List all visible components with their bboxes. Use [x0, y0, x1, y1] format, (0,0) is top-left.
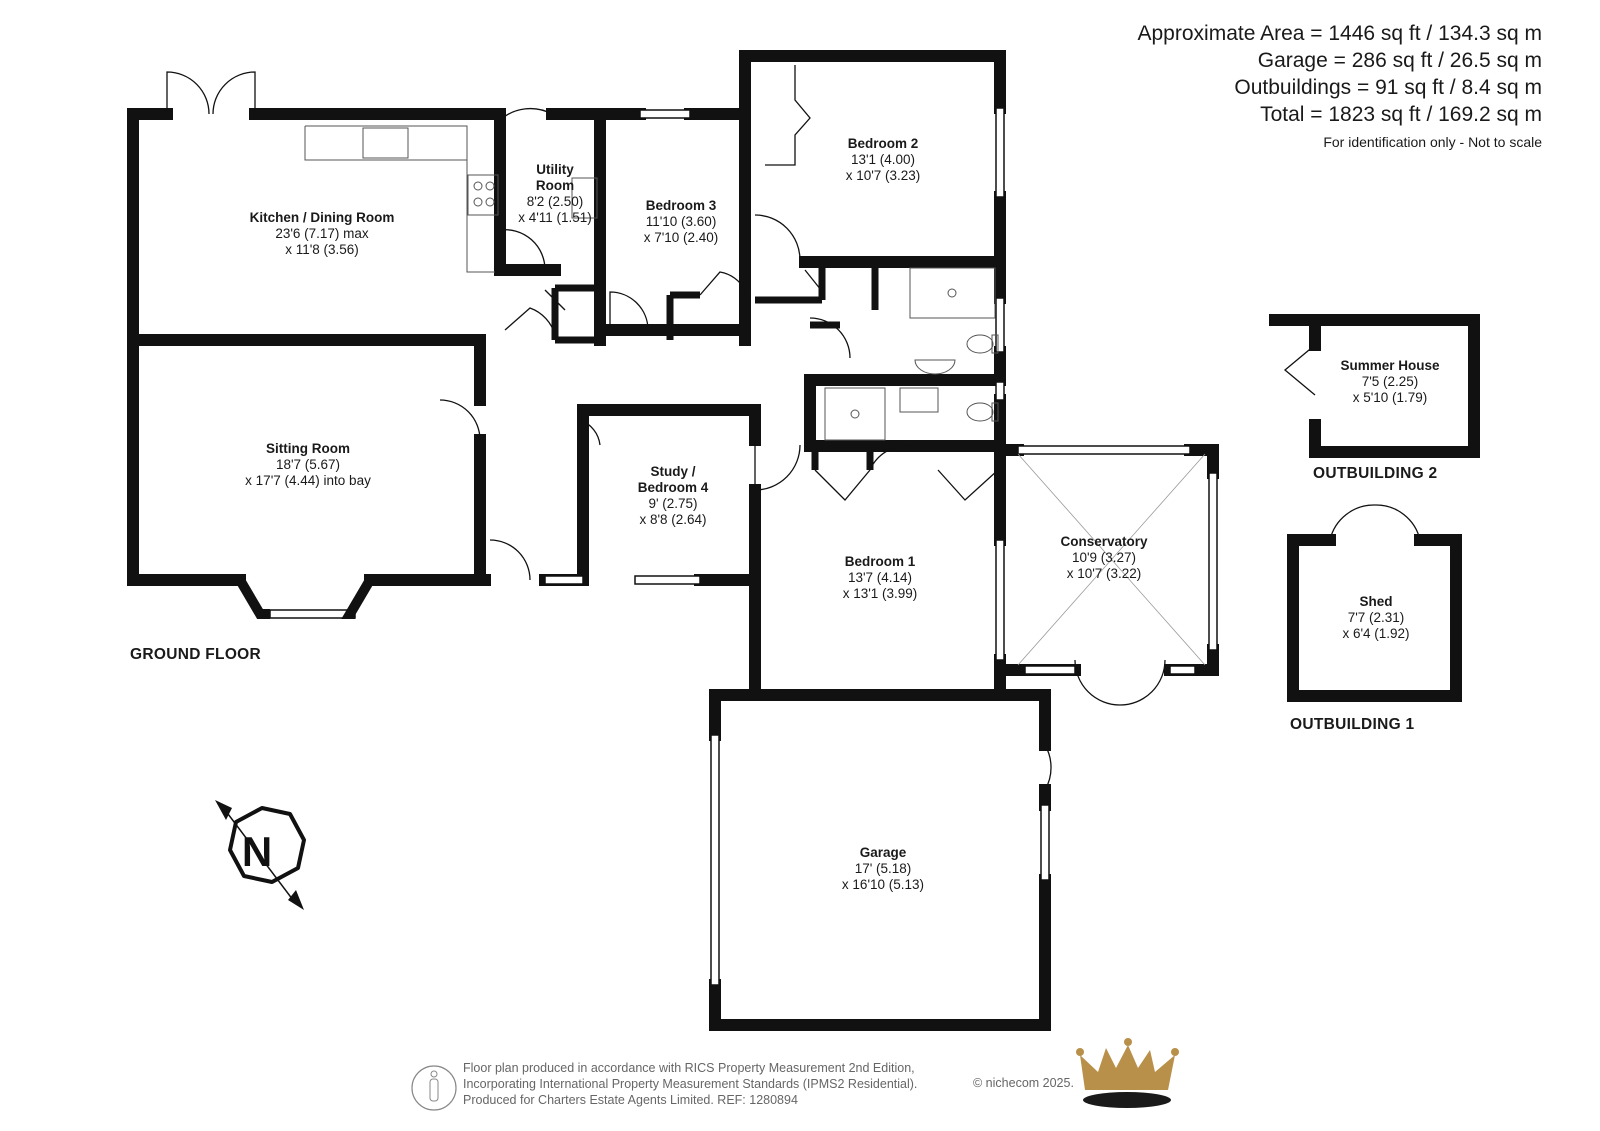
toilet-2-icon — [966, 402, 994, 422]
garage-dim1: 17' (5.18) — [855, 861, 912, 876]
bedroom2-name: Bedroom 2 — [848, 136, 919, 151]
inner-walls — [551, 258, 1004, 470]
footer-line-2: Incorporating International Property Mea… — [463, 1077, 918, 1091]
conservatory-name: Conservatory — [1060, 534, 1148, 549]
kitchen-dim2: x 11'8 (3.56) — [285, 242, 359, 257]
utility-dim2: x 4'11 (1.51) — [518, 210, 592, 225]
footer-text: Floor plan produced in accordance with R… — [463, 1060, 917, 1108]
area-line-garage: Garage = 286 sq ft / 26.5 sq m — [1257, 49, 1542, 72]
kitchen-dim1: 23'6 (7.17) max — [275, 226, 369, 241]
shower-icon — [909, 267, 996, 319]
person-scale-icon — [411, 1065, 457, 1111]
bedroom1-dim1: 13'7 (4.14) — [848, 570, 912, 585]
sink-icon — [362, 127, 409, 159]
footer: Floor plan produced in accordance with R… — [415, 1060, 1195, 1120]
room-labels: Kitchen / Dining Room 23'6 (7.17) max x … — [245, 136, 1440, 892]
outbuilding-1-label: OUTBUILDING 1 — [1290, 716, 1415, 733]
shed-dim2: x 6'4 (1.92) — [1342, 626, 1409, 641]
utility-dim1: 8'2 (2.50) — [527, 194, 584, 209]
toilet-icon — [966, 334, 994, 354]
footer-line-3: Produced for Charters Estate Agents Limi… — [463, 1093, 798, 1107]
bedroom1-name: Bedroom 1 — [845, 554, 916, 569]
summer-name: Summer House — [1340, 358, 1440, 373]
doors — [166, 65, 1421, 791]
bedroom3-dim2: x 7'10 (2.40) — [644, 230, 719, 245]
footer-line-1: Floor plan produced in accordance with R… — [463, 1061, 915, 1075]
study-name2: Bedroom 4 — [638, 480, 709, 495]
summer-dim2: x 5'10 (1.79) — [1353, 390, 1428, 405]
copyright: © nichecom 2025. — [973, 1076, 1074, 1090]
area-line-main: Approximate Area = 1446 sq ft / 134.3 sq… — [1137, 22, 1543, 45]
shed-dim1: 7'7 (2.31) — [1348, 610, 1405, 625]
bedroom2-dim2: x 10'7 (3.23) — [846, 168, 921, 183]
garage-name: Garage — [860, 845, 907, 860]
identification-note: For identification only - Not to scale — [1323, 134, 1542, 150]
study-dim2: x 8'8 (2.64) — [639, 512, 706, 527]
shower-2-icon — [824, 387, 886, 441]
utility-name: Utility — [536, 162, 574, 177]
compass-icon: N — [215, 800, 306, 910]
outbuilding-2-label: OUTBUILDING 2 — [1313, 465, 1438, 482]
basin-2-icon — [899, 387, 939, 413]
kitchen-name: Kitchen / Dining Room — [250, 210, 395, 225]
study-dim1: 9' (2.75) — [648, 496, 697, 511]
sitting-name: Sitting Room — [266, 441, 350, 456]
windows — [269, 107, 1218, 986]
conservatory-dim1: 10'9 (3.27) — [1072, 550, 1136, 565]
summer-dim1: 7'5 (2.25) — [1362, 374, 1419, 389]
bedroom2-dim1: 13'1 (4.00) — [851, 152, 915, 167]
ground-floor-label: GROUND FLOOR — [130, 646, 262, 663]
bedroom1-dim2: x 13'1 (3.99) — [843, 586, 918, 601]
crown-logo-icon — [1076, 1038, 1179, 1108]
bedroom3-dim1: 11'10 (3.60) — [646, 214, 717, 229]
walls — [127, 50, 1480, 1031]
area-summary: Approximate Area = 1446 sq ft / 134.3 sq… — [1138, 20, 1543, 150]
bedroom3-name: Bedroom 3 — [646, 198, 717, 213]
sitting-dim1: 18'7 (5.67) — [276, 457, 340, 472]
shed-name: Shed — [1359, 594, 1392, 609]
bay-window — [235, 577, 375, 619]
garage-dim2: x 16'10 (5.13) — [842, 877, 924, 892]
study-name: Study / — [650, 464, 695, 479]
compass-letter: N — [242, 828, 272, 875]
area-line-total: Total = 1823 sq ft / 169.2 sq m — [1260, 103, 1542, 126]
area-line-outbuildings: Outbuildings = 91 sq ft / 8.4 sq m — [1234, 76, 1542, 99]
conservatory-dim2: x 10'7 (3.22) — [1067, 566, 1142, 581]
fixtures — [304, 125, 1206, 666]
basin-icon — [914, 359, 956, 375]
utility-name2: Room — [536, 178, 574, 193]
sitting-dim2: x 17'7 (4.44) into bay — [245, 473, 371, 488]
